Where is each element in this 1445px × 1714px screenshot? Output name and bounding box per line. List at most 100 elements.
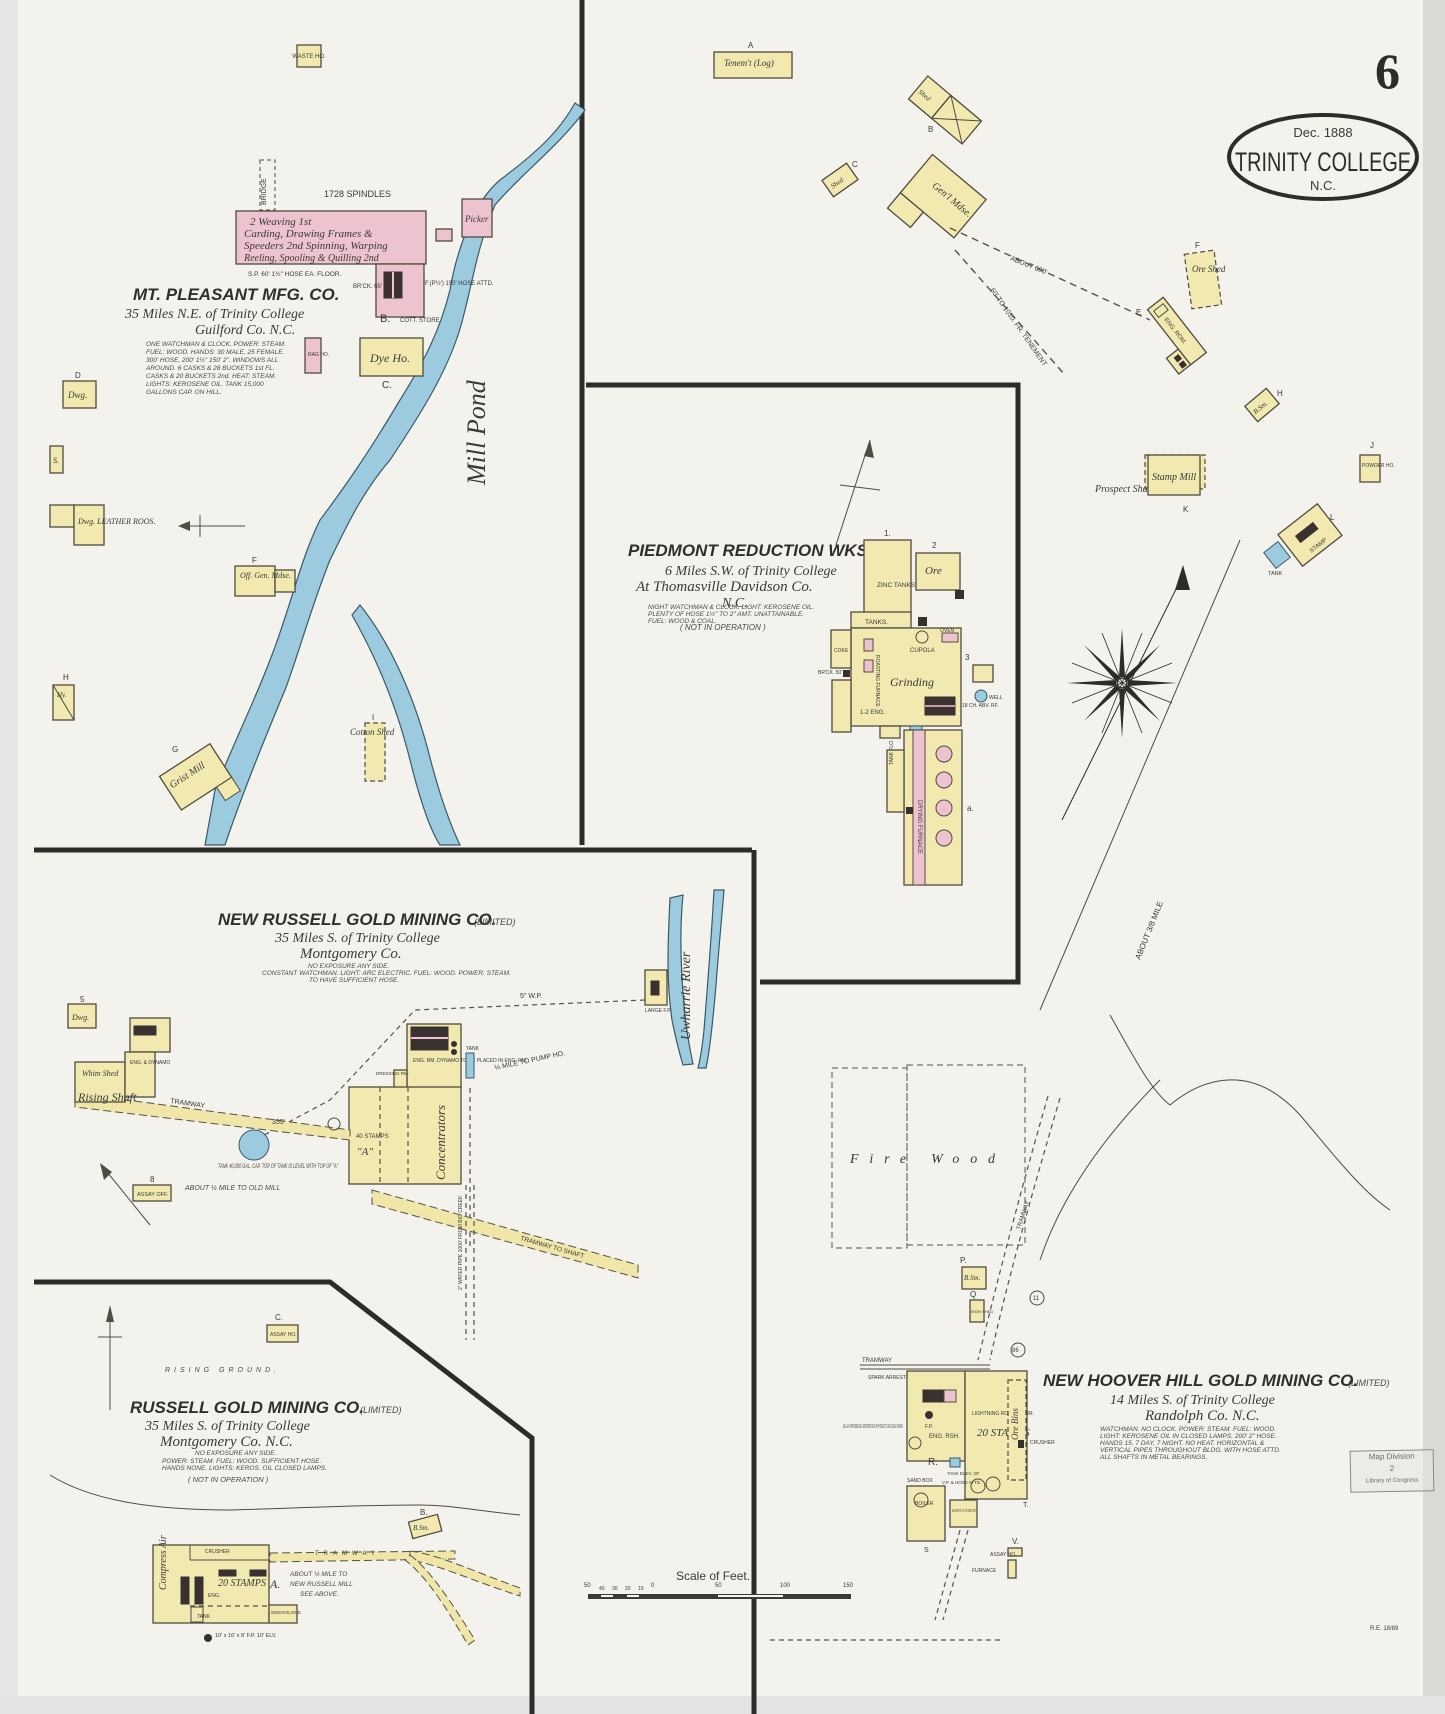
bottom-margin: [0, 1696, 1445, 1714]
svg-text:B.Sm.: B.Sm.: [964, 1274, 981, 1282]
svg-text:DRESSING RM.: DRESSING RM.: [376, 1071, 409, 1076]
waste-house: [296, 44, 322, 68]
svg-text:FUEL: WOOD. HANDS: 30 MALE, 25: FUEL: WOOD. HANDS: 30 MALE, 25 FEMALE.: [146, 349, 285, 356]
svg-text:ROASTING FURNACE: ROASTING FURNACE: [874, 655, 880, 707]
svg-text:ASSAY OFF.: ASSAY OFF.: [137, 1192, 169, 1198]
svg-text:20 STAMPS: 20 STAMPS: [218, 1578, 266, 1589]
fire-wood-label: Fire Wood: [849, 1152, 996, 1167]
svg-text:H: H: [1277, 389, 1283, 398]
svg-text:OVEN: OVEN: [940, 628, 955, 634]
mill-line-4: Reeling, Spooling & Quilling 2nd: [243, 253, 380, 264]
brick-chimney-label: BR'CK. 65': [353, 284, 382, 290]
svg-text:150: 150: [843, 1583, 854, 1589]
svg-text:Ore Shed: Ore Shed: [1192, 264, 1226, 274]
svg-text:GALLONS CAP. ON HILL.: GALLONS CAP. ON HILL.: [146, 389, 222, 396]
svg-text:Grinding: Grinding: [890, 675, 934, 689]
svg-text:A.: A.: [269, 1577, 280, 1591]
building-f-office: [234, 565, 276, 597]
general-mdse: Gen'l Mdse.: [886, 153, 988, 239]
svg-text:Dwg. LEATHER ROOS.: Dwg. LEATHER ROOS.: [77, 517, 155, 526]
svg-text:355': 355': [272, 1119, 285, 1126]
blacksmith-b: [407, 1513, 443, 1540]
engine-room-e: ENG. ROM.: [1146, 296, 1208, 375]
mt-pleasant-subtitle1: 35 Miles N.E. of Trinity College: [124, 307, 304, 322]
rag-house-label: RAG HO.: [308, 352, 329, 358]
water-tank: [238, 1129, 270, 1161]
svg-text:3: 3: [965, 653, 970, 662]
hoover-hill-subtitle1: 14 Miles S. of Trinity College: [1110, 1393, 1275, 1408]
svg-text:V.: V.: [1012, 1537, 1019, 1546]
panel-piedmont: PIEDMONT REDUCTION WKS. 6 Miles S.W. of …: [628, 439, 1003, 886]
tenement-distance-label: 60' TO 1010. FR. TENEMENT: [988, 287, 1048, 368]
russell-mill: [152, 1544, 270, 1624]
svg-text:C.: C.: [275, 1313, 283, 1322]
svg-text:F: F: [1195, 241, 1200, 250]
piedmont-note-1: NIGHT WATCHMAN & CLOCK. LIGHT: KEROSENE …: [648, 604, 814, 611]
svg-text:CRUSHER: CRUSHER: [205, 1549, 230, 1555]
svg-text:Ore: Ore: [925, 565, 942, 577]
stamp-mill-k: [1147, 454, 1201, 496]
svg-text:2" WATER PIPE 1000' FROM BIG C: 2" WATER PIPE 1000' FROM BIG CREEK: [458, 1195, 464, 1290]
hoover-hill-subtitle2: Randolph Co. N.C.: [1144, 1408, 1260, 1424]
svg-text:30: 30: [612, 1586, 618, 1592]
svg-text:Rising Shaft: Rising Shaft: [77, 1090, 137, 1104]
hose-label: F.(P½') 150' HOSE ATTD.: [425, 280, 494, 287]
piedmont-title: PIEDMONT REDUCTION WKS.: [628, 541, 873, 560]
svg-text:40: 40: [599, 1586, 605, 1592]
coke-room: [830, 629, 852, 669]
svg-text:10' x 16' x 8' F.P. 10' ELV.: 10' x 16' x 8' F.P. 10' ELV.: [215, 1633, 277, 1639]
svg-text:VERTICAL PIPES THROUGHOUT BLDG: VERTICAL PIPES THROUGHOUT BLDG. WITH HOS…: [1100, 1447, 1281, 1454]
svg-text:LIGHT: KEROSENE OIL IN CLOSED: LIGHT: KEROSENE OIL IN CLOSED LAMPS. 200…: [1100, 1433, 1277, 1440]
svg-text:ALL SHAFTS IN METAL BEARINGS.: ALL SHAFTS IN METAL BEARINGS.: [1099, 1454, 1207, 1461]
picker-house: [461, 198, 493, 238]
svg-text:SEE ABOVE.: SEE ABOVE.: [300, 1591, 339, 1598]
svg-text:1.: 1.: [884, 529, 891, 538]
svg-text:LIGHTS: KEROSENE OIL. TANK 15,: LIGHTS: KEROSENE OIL. TANK 15,000: [146, 381, 264, 388]
svg-text:DRYING FURNACE: DRYING FURNACE: [916, 800, 922, 854]
mill-line-2: Carding, Drawing Frames &: [244, 228, 373, 240]
bridge-label: BRIDGE: [261, 178, 268, 205]
svg-text:TANK FLO.: TANK FLO.: [889, 740, 895, 765]
svg-text:2: 2: [932, 541, 937, 550]
blanket-house: [949, 1499, 978, 1528]
compass-rose: [1067, 628, 1177, 738]
rag-house: [304, 337, 322, 374]
svg-text:TANK: TANK: [466, 1046, 480, 1052]
panel-upper-right: A Tenem't (Log) Shed B Shed C Gen'l Mdse…: [713, 41, 1395, 1011]
mill-pond-label: Mill Pond: [462, 379, 491, 486]
mill-line-3: Speeders 2nd Spinning, Warping: [244, 240, 388, 252]
spindles-label: 1728 SPINDLES: [324, 189, 391, 199]
svg-text:CUPOLA: CUPOLA: [910, 648, 935, 654]
dwelling-5: [67, 1003, 97, 1029]
svg-text:50: 50: [584, 1583, 591, 1589]
assay-house-v: [1007, 1559, 1017, 1579]
svg-text:G: G: [172, 745, 178, 754]
mill-line-1: 2 Weaving 1st: [250, 216, 312, 228]
svg-text:Cotton Shed: Cotton Shed: [350, 727, 395, 737]
svg-text:ABOUT ½ MILE TO: ABOUT ½ MILE TO: [289, 1570, 347, 1578]
scale-bar: Scale of Feet. 50 40 30 20 10 0 50 100 1…: [584, 1569, 854, 1599]
svg-text:"A": "A": [357, 1146, 373, 1158]
building-dwelling-leather: [73, 504, 105, 546]
page-number-text: 6: [1375, 43, 1400, 99]
picker-label: Picker: [464, 214, 489, 224]
assay-house-c: [266, 1324, 299, 1343]
svg-text:TRAMWAY: TRAMWAY: [862, 1358, 892, 1364]
map-division-stamp: Map Division 2 Library of Congress: [1349, 1449, 1435, 1493]
shed-c: Shed: [821, 162, 859, 198]
svg-text:F.P.: F.P.: [925, 1424, 933, 1430]
ore-shed: [1183, 249, 1223, 310]
new-russell-subtitle1: 35 Miles S. of Trinity College: [274, 931, 440, 946]
about-600-label: ABOUT 600': [1009, 255, 1048, 276]
svg-text:Hy.: Hy.: [56, 691, 67, 699]
svg-text:SPARK ARRESTER: SPARK ARRESTER: [868, 1375, 913, 1381]
svg-text:ZINC TANKS: ZINC TANKS: [877, 582, 916, 589]
svg-text:IRON SHED: IRON SHED: [971, 1309, 993, 1314]
svg-text:Compress Air: Compress Air: [158, 1535, 169, 1590]
svg-text:T.: T.: [1023, 1502, 1029, 1509]
building-h-bsm: B.Sm.: [1243, 387, 1281, 423]
svg-text:WELL: WELL: [989, 695, 1003, 701]
svg-text:NO EXPOSURE ANY SIDE.: NO EXPOSURE ANY SIDE.: [195, 1450, 276, 1457]
mill-bottom-note: S.P. 60' 1½" HOSE EA. FLOOR.: [248, 270, 342, 278]
